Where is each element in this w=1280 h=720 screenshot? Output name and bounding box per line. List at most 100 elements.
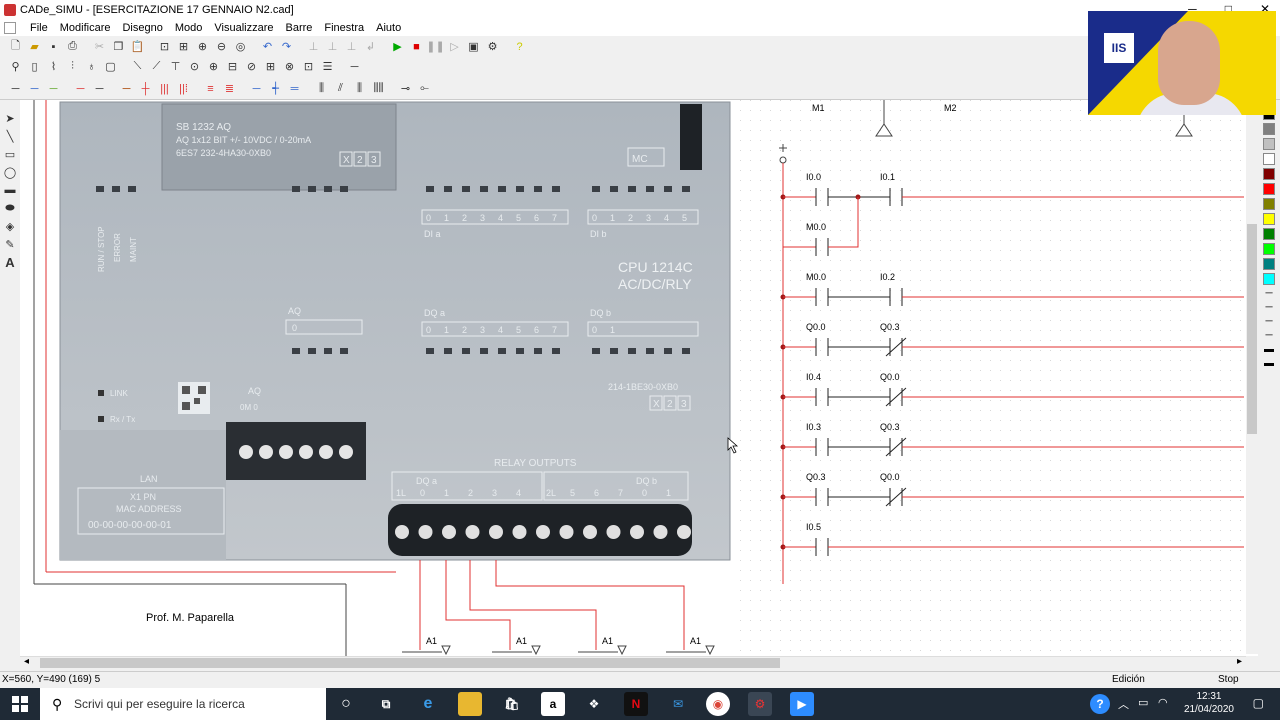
menu-modo[interactable]: Modo (174, 21, 203, 34)
tray-chevron-icon[interactable]: ︿ (1118, 699, 1129, 711)
fuse-icon[interactable]: ▯ (31, 61, 38, 73)
cortana-icon[interactable]: ○ (341, 695, 351, 712)
coil-icon[interactable]: ⊕ (208, 61, 219, 73)
undo-icon[interactable]: ↶ (262, 41, 273, 53)
relay-icon[interactable]: ▢ (105, 61, 116, 73)
bus-icon[interactable]: ≡ (207, 82, 214, 95)
rotate-icon[interactable]: ↲ (365, 41, 376, 53)
wire-gray-icon[interactable]: ─ (95, 82, 104, 95)
filled-rect-icon[interactable]: ▬ (4, 184, 16, 196)
arrow-left-icon[interactable]: ⊸ (400, 83, 411, 95)
mail-icon[interactable]: ✉ (672, 697, 684, 711)
color-swatch[interactable] (1263, 153, 1275, 165)
align-center-icon[interactable]: ⊥ (327, 41, 338, 53)
line-width-icon[interactable]: ─ (1265, 288, 1273, 299)
drawing-canvas[interactable]: SB 1232 AQ AQ 1x12 BIT +/- 10VDC / 0-20m… (20, 100, 1258, 656)
line-icon[interactable]: ─ (350, 60, 359, 73)
document-icon[interactable] (4, 21, 16, 34)
dropbox-icon[interactable]: ❖ (588, 697, 600, 711)
wire-double-icon[interactable]: ═ (290, 82, 299, 95)
wire-brown-icon[interactable]: ─ (122, 82, 131, 95)
supply-icon[interactable]: ⚲ (11, 61, 20, 73)
task-view-icon[interactable]: ⧉ (381, 696, 391, 711)
file-explorer-icon[interactable] (458, 692, 482, 716)
junction-icon[interactable]: ┼ (141, 82, 150, 95)
fill-bucket-icon[interactable]: ◈ (5, 220, 15, 233)
color-swatch[interactable] (1263, 243, 1275, 255)
three-phase-n-icon[interactable]: ||⁞ (179, 82, 188, 95)
wire-black-icon[interactable]: ─ (11, 82, 20, 95)
close-button[interactable]: ✕ (1259, 2, 1270, 16)
breaker-icon[interactable]: ⫶ (71, 60, 74, 72)
save-icon[interactable]: ▪ (51, 40, 56, 53)
contact-nc-icon[interactable]: ⟋ (152, 60, 161, 72)
scroll-left-icon[interactable]: ◂ (24, 656, 30, 667)
color-swatch[interactable] (1263, 138, 1275, 150)
terminal-icon[interactable]: ⊡ (303, 61, 314, 73)
connector2-icon[interactable]: ⫽ (338, 82, 343, 94)
color-swatch[interactable] (1263, 213, 1275, 225)
wire-blue-icon[interactable]: ─ (30, 82, 39, 95)
menu-finestra[interactable]: Finestra (324, 21, 365, 34)
selector-icon[interactable]: ⊙ (189, 61, 200, 73)
cut-icon[interactable]: ✂ (94, 41, 105, 53)
wire-cross-icon[interactable]: ┽ (272, 83, 279, 95)
zoom-in-icon[interactable]: ⊕ (197, 41, 208, 53)
line-width-icon[interactable]: ▬ (1264, 344, 1274, 355)
menu-modificare[interactable]: Modificare (59, 21, 111, 34)
netflix-icon[interactable]: N (624, 692, 648, 716)
three-phase-icon[interactable]: ||| (160, 82, 169, 95)
line-width-icon[interactable]: ─ (1265, 316, 1273, 327)
wifi-icon[interactable]: ◠ (1158, 697, 1168, 709)
maximize-button[interactable]: □ (1224, 2, 1232, 16)
draw-line-icon[interactable]: ╲ (6, 130, 14, 143)
align-left-icon[interactable]: ⊥ (308, 41, 319, 53)
chrome-icon[interactable]: ◉ (706, 692, 730, 716)
line-width-icon[interactable]: ─ (1265, 302, 1273, 313)
color-swatch[interactable] (1263, 198, 1275, 210)
redo-icon[interactable]: ↷ (281, 41, 292, 53)
open-folder-icon[interactable]: ▰ (30, 41, 39, 53)
menu-disegno[interactable]: Disegno (122, 21, 163, 34)
switch-icon[interactable]: ⌇ (50, 61, 57, 73)
bus2-icon[interactable]: ≣ (224, 83, 235, 95)
zoom-all-icon[interactable]: ◎ (235, 41, 246, 53)
taskbar-search[interactable]: ⚲ Scrivi qui per eseguire la ricerca (40, 688, 326, 720)
filled-ellipse-icon[interactable]: ⬬ (5, 201, 15, 214)
zoom-icon[interactable]: ▶ (790, 692, 814, 716)
menu-file[interactable]: File (30, 21, 48, 34)
clock[interactable]: 12:31 21/04/2020 (1184, 690, 1234, 716)
rectangle-icon[interactable]: ▭ (4, 148, 16, 161)
wire-green-icon[interactable]: ─ (49, 82, 58, 95)
sensor-icon[interactable]: ⊘ (246, 61, 257, 73)
ellipse-icon[interactable]: ◯ (3, 166, 17, 179)
zoom-out-icon[interactable]: ⊖ (216, 41, 227, 53)
text-tool-icon[interactable]: A (5, 254, 15, 270)
color-swatch[interactable] (1263, 168, 1275, 180)
new-file-icon[interactable]: 🗋 (11, 40, 20, 52)
amazon-icon[interactable]: a (541, 692, 565, 716)
color-swatch[interactable] (1263, 258, 1275, 270)
connector4-icon[interactable]: ⫼⫼ (373, 82, 384, 94)
play-icon[interactable]: ▶ (393, 41, 402, 53)
color-swatch[interactable] (1263, 273, 1275, 285)
arrow-right-icon[interactable]: ⟜ (420, 82, 429, 94)
lamp-icon[interactable]: ⊗ (284, 61, 295, 73)
align-right-icon[interactable]: ⊥ (346, 41, 357, 53)
horizontal-scrollbar[interactable]: ◂ ▸ (20, 656, 1246, 668)
pen-icon[interactable]: ✎ (5, 238, 15, 251)
wire-dash-icon[interactable]: ─ (252, 82, 261, 95)
color-swatch[interactable] (1263, 123, 1275, 135)
connector-icon[interactable]: ⫼ (318, 82, 325, 94)
pointer-icon[interactable]: ➤ (5, 112, 15, 125)
color-swatch[interactable] (1263, 183, 1275, 195)
print-icon[interactable]: ⎙ (68, 40, 77, 52)
menu-visualizzare[interactable]: Visualizzare (214, 21, 274, 34)
line-width-icon[interactable]: ─ (1265, 330, 1273, 341)
cadesimu-icon[interactable]: ⚙ (748, 692, 772, 716)
store-icon[interactable]: 🛍 (504, 697, 520, 711)
edge-icon[interactable]: e (423, 695, 433, 712)
vertical-scrollbar[interactable] (1246, 104, 1258, 654)
menu-aiuto[interactable]: Aiuto (376, 21, 402, 34)
zoom-window-icon[interactable]: ⊞ (178, 41, 189, 53)
